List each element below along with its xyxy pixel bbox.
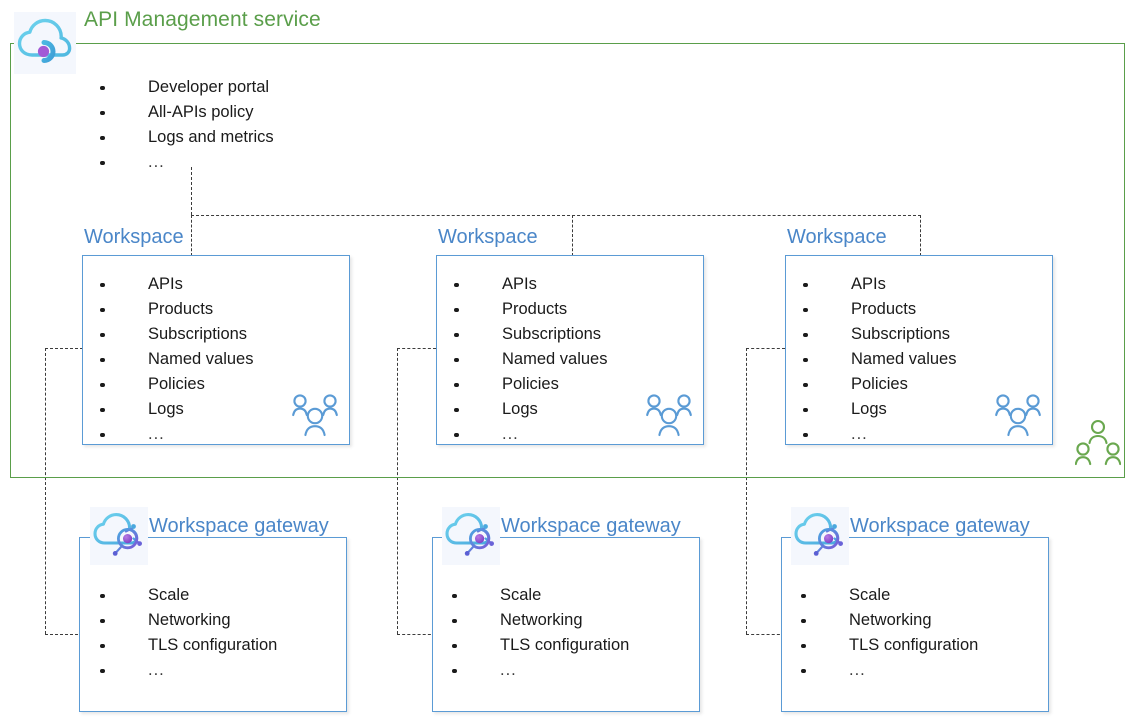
list-item: Scale <box>801 583 978 608</box>
list-item: ... <box>803 422 956 447</box>
connector-gw1-in <box>45 634 83 635</box>
workspace-1-title: Workspace <box>84 226 184 248</box>
list-item: Policies <box>803 372 956 397</box>
list-item: ... <box>454 422 607 447</box>
connector-ws1-gw1-vertical <box>45 348 46 634</box>
list-item: Products <box>803 297 956 322</box>
list-item: Networking <box>452 608 629 633</box>
workspace-3-title: Workspace <box>787 226 887 248</box>
list-item: TLS configuration <box>801 633 978 658</box>
workspace-gateway-2-box <box>432 537 700 712</box>
connector-gw2-in <box>397 634 436 635</box>
list-item: Products <box>454 297 607 322</box>
list-item: Logs and metrics <box>100 125 274 150</box>
list-item: Named values <box>454 347 607 372</box>
connector-ws3-out <box>746 348 785 349</box>
list-item: Subscriptions <box>454 322 607 347</box>
workspace-gateway-1-box <box>79 537 347 712</box>
list-item: Logs <box>803 397 956 422</box>
list-item: ... <box>452 658 629 683</box>
list-item: APIs <box>454 272 607 297</box>
list-item: Networking <box>100 608 277 633</box>
list-item: Named values <box>803 347 956 372</box>
list-item: ... <box>100 150 274 175</box>
list-item: Policies <box>100 372 253 397</box>
list-item: Products <box>100 297 253 322</box>
workspace-gateway-1-cloud-icon <box>90 507 148 565</box>
workspace-gateway-1-title: Workspace gateway <box>149 515 329 537</box>
workspace-gateway-2-cloud-icon <box>442 507 500 565</box>
workspace-1-users-group-icon <box>292 392 338 445</box>
list-item: Subscriptions <box>100 322 253 347</box>
workspace-gateway-1-feature-list: Scale Networking TLS configuration ... <box>100 583 277 683</box>
workspace-gateway-2-feature-list: Scale Networking TLS configuration ... <box>452 583 629 683</box>
list-item: Policies <box>454 372 607 397</box>
list-item: All-APIs policy <box>100 100 274 125</box>
list-item: ... <box>100 658 277 683</box>
connector-ws3-gw3-vertical <box>746 348 747 634</box>
connector-bus-to-workspace-2 <box>572 215 573 256</box>
connector-bus-to-workspace-3 <box>920 215 921 256</box>
workspace-2-feature-list: APIs Products Subscriptions Named values… <box>454 272 607 447</box>
api-management-service-title: API Management service <box>84 8 321 31</box>
connector-bus-to-workspace-1 <box>191 215 192 256</box>
list-item: Subscriptions <box>803 322 956 347</box>
list-item: ... <box>100 422 253 447</box>
workspace-gateway-2-title: Workspace gateway <box>501 515 681 537</box>
workspace-2-users-group-icon <box>646 392 692 445</box>
list-item: APIs <box>803 272 956 297</box>
connector-ws2-out <box>397 348 436 349</box>
list-item: ... <box>801 658 978 683</box>
api-management-cloud-icon <box>14 12 76 74</box>
workspace-gateway-3-feature-list: Scale Networking TLS configuration ... <box>801 583 978 683</box>
list-item: Developer portal <box>100 75 274 100</box>
connector-ws1-out <box>45 348 83 349</box>
list-item: Networking <box>801 608 978 633</box>
list-item: Logs <box>100 397 253 422</box>
list-item: Scale <box>452 583 629 608</box>
list-item: Scale <box>100 583 277 608</box>
api-management-service-container <box>10 43 1125 478</box>
workspace-3-feature-list: APIs Products Subscriptions Named values… <box>803 272 956 447</box>
connector-apim-to-bus <box>191 167 192 215</box>
workspace-1-feature-list: APIs Products Subscriptions Named values… <box>100 272 253 447</box>
list-item: TLS configuration <box>452 633 629 658</box>
connector-horizontal-bus <box>191 215 921 216</box>
workspace-2-title: Workspace <box>438 226 538 248</box>
list-item: APIs <box>100 272 253 297</box>
workspace-gateway-3-cloud-icon <box>791 507 849 565</box>
list-item: Named values <box>100 347 253 372</box>
connector-ws2-gw2-vertical <box>397 348 398 634</box>
connector-gw3-in <box>746 634 785 635</box>
service-users-group-icon <box>1074 418 1122 473</box>
list-item: TLS configuration <box>100 633 277 658</box>
workspace-3-users-group-icon <box>995 392 1041 445</box>
list-item: Logs <box>454 397 607 422</box>
workspace-gateway-3-box <box>781 537 1049 712</box>
workspace-gateway-3-title: Workspace gateway <box>850 515 1030 537</box>
api-management-service-feature-list: Developer portal All-APIs policy Logs an… <box>100 75 274 175</box>
